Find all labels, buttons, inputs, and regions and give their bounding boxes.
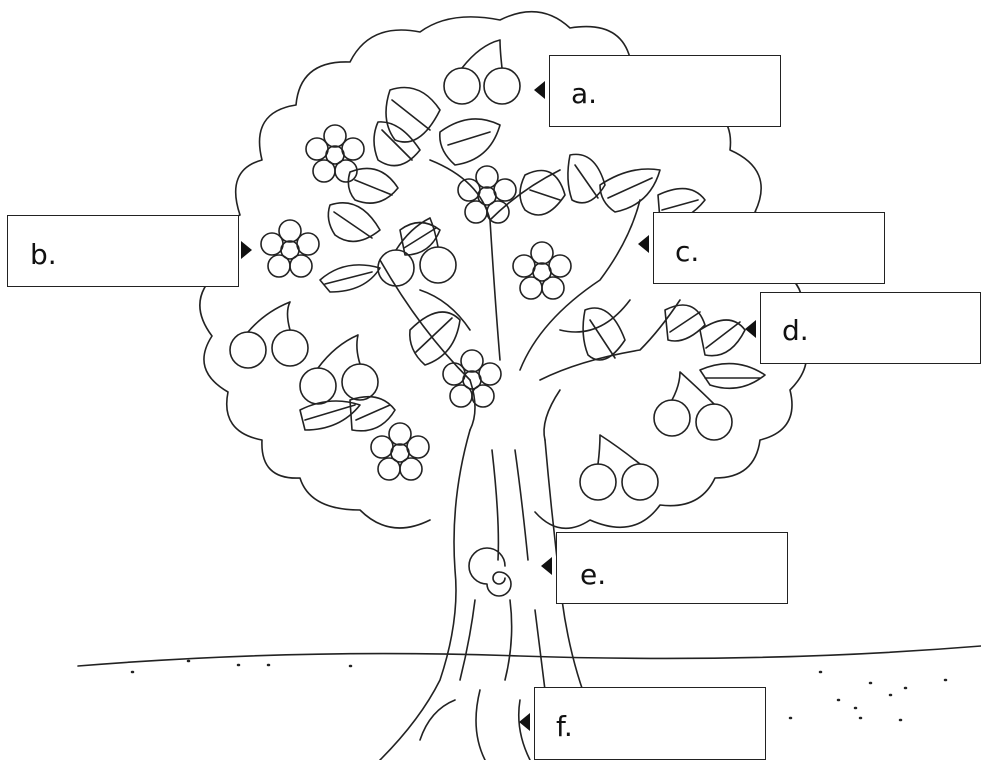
- label-box-e[interactable]: [556, 532, 788, 604]
- label-box-f[interactable]: [534, 687, 766, 760]
- cherries: [229, 39, 733, 501]
- arrow-left-icon: [638, 235, 649, 253]
- trunk-left: [379, 429, 471, 760]
- label-box-a[interactable]: [549, 55, 781, 127]
- label-f: f.: [556, 710, 573, 743]
- flowers: [260, 124, 572, 481]
- arrow-left-icon: [519, 713, 530, 731]
- label-box-d[interactable]: [760, 292, 981, 364]
- arrow-left-icon: [534, 81, 545, 99]
- branch-main: [379, 159, 681, 381]
- trunk-swirl: [468, 547, 512, 597]
- label-e: e.: [580, 558, 607, 591]
- root-left: [419, 689, 486, 760]
- label-c: c.: [675, 235, 700, 268]
- label-box-b[interactable]: [7, 215, 239, 287]
- label-b: b.: [30, 238, 57, 271]
- label-d: d.: [782, 314, 809, 347]
- ground-dots: [130, 659, 948, 722]
- leaves: [299, 86, 766, 432]
- ground-line: [77, 645, 981, 667]
- canopy-outline: [199, 10, 808, 530]
- arrow-left-icon: [745, 320, 756, 338]
- label-box-c[interactable]: [653, 212, 885, 284]
- trunk-grain: [459, 449, 546, 691]
- arrow-left-icon: [541, 557, 552, 575]
- label-a: a.: [571, 77, 598, 110]
- arrow-right-icon: [241, 241, 252, 259]
